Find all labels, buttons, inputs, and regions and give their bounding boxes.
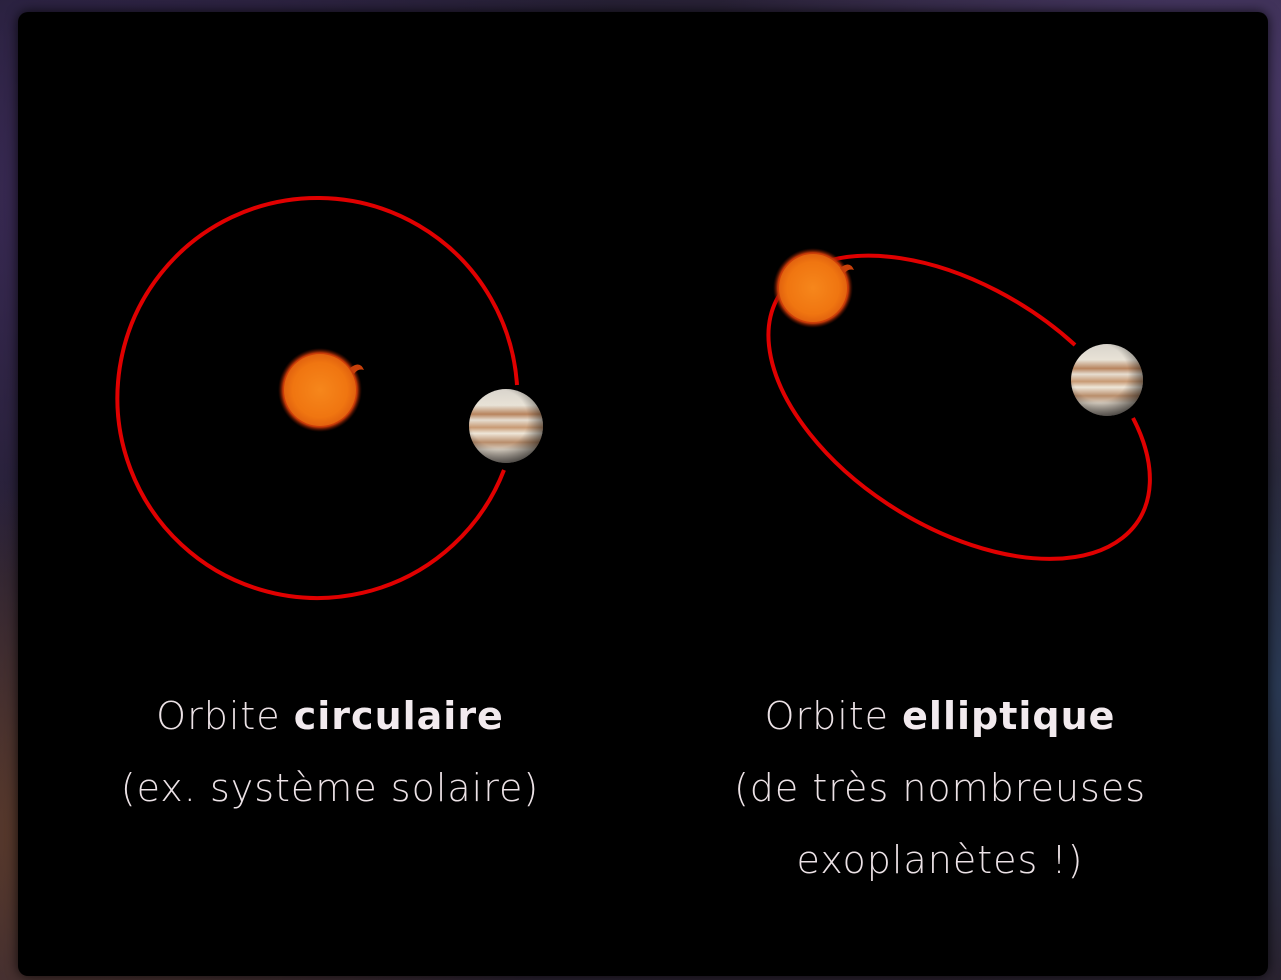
title-bold: circulaire: [294, 694, 504, 738]
circular-orbit-group: [117, 198, 543, 598]
circular-orbit-caption: Orbite circulaire (ex. système solaire): [60, 680, 600, 824]
elliptical-orbit-subtitle-line1: (de très nombreuses: [660, 752, 1220, 824]
elliptical-orbit-subtitle-line2: exoplanètes !): [660, 824, 1220, 896]
title-prefix: Orbite: [765, 694, 903, 738]
circular-orbit-title: Orbite circulaire: [60, 680, 600, 752]
title-bold: elliptique: [902, 694, 1115, 738]
sun-icon: [773, 248, 854, 328]
elliptical-orbit-title: Orbite elliptique: [660, 680, 1220, 752]
elliptical-orbit-caption: Orbite elliptique (de très nombreuses ex…: [660, 680, 1220, 896]
jupiter-planet-icon: [469, 389, 543, 463]
elliptical-orbit-group: [768, 248, 1149, 559]
jupiter-planet-icon: [1071, 344, 1143, 416]
circular-orbit-subtitle: (ex. système solaire): [60, 752, 600, 824]
sun-icon: [278, 348, 364, 432]
title-prefix: Orbite: [156, 694, 294, 738]
